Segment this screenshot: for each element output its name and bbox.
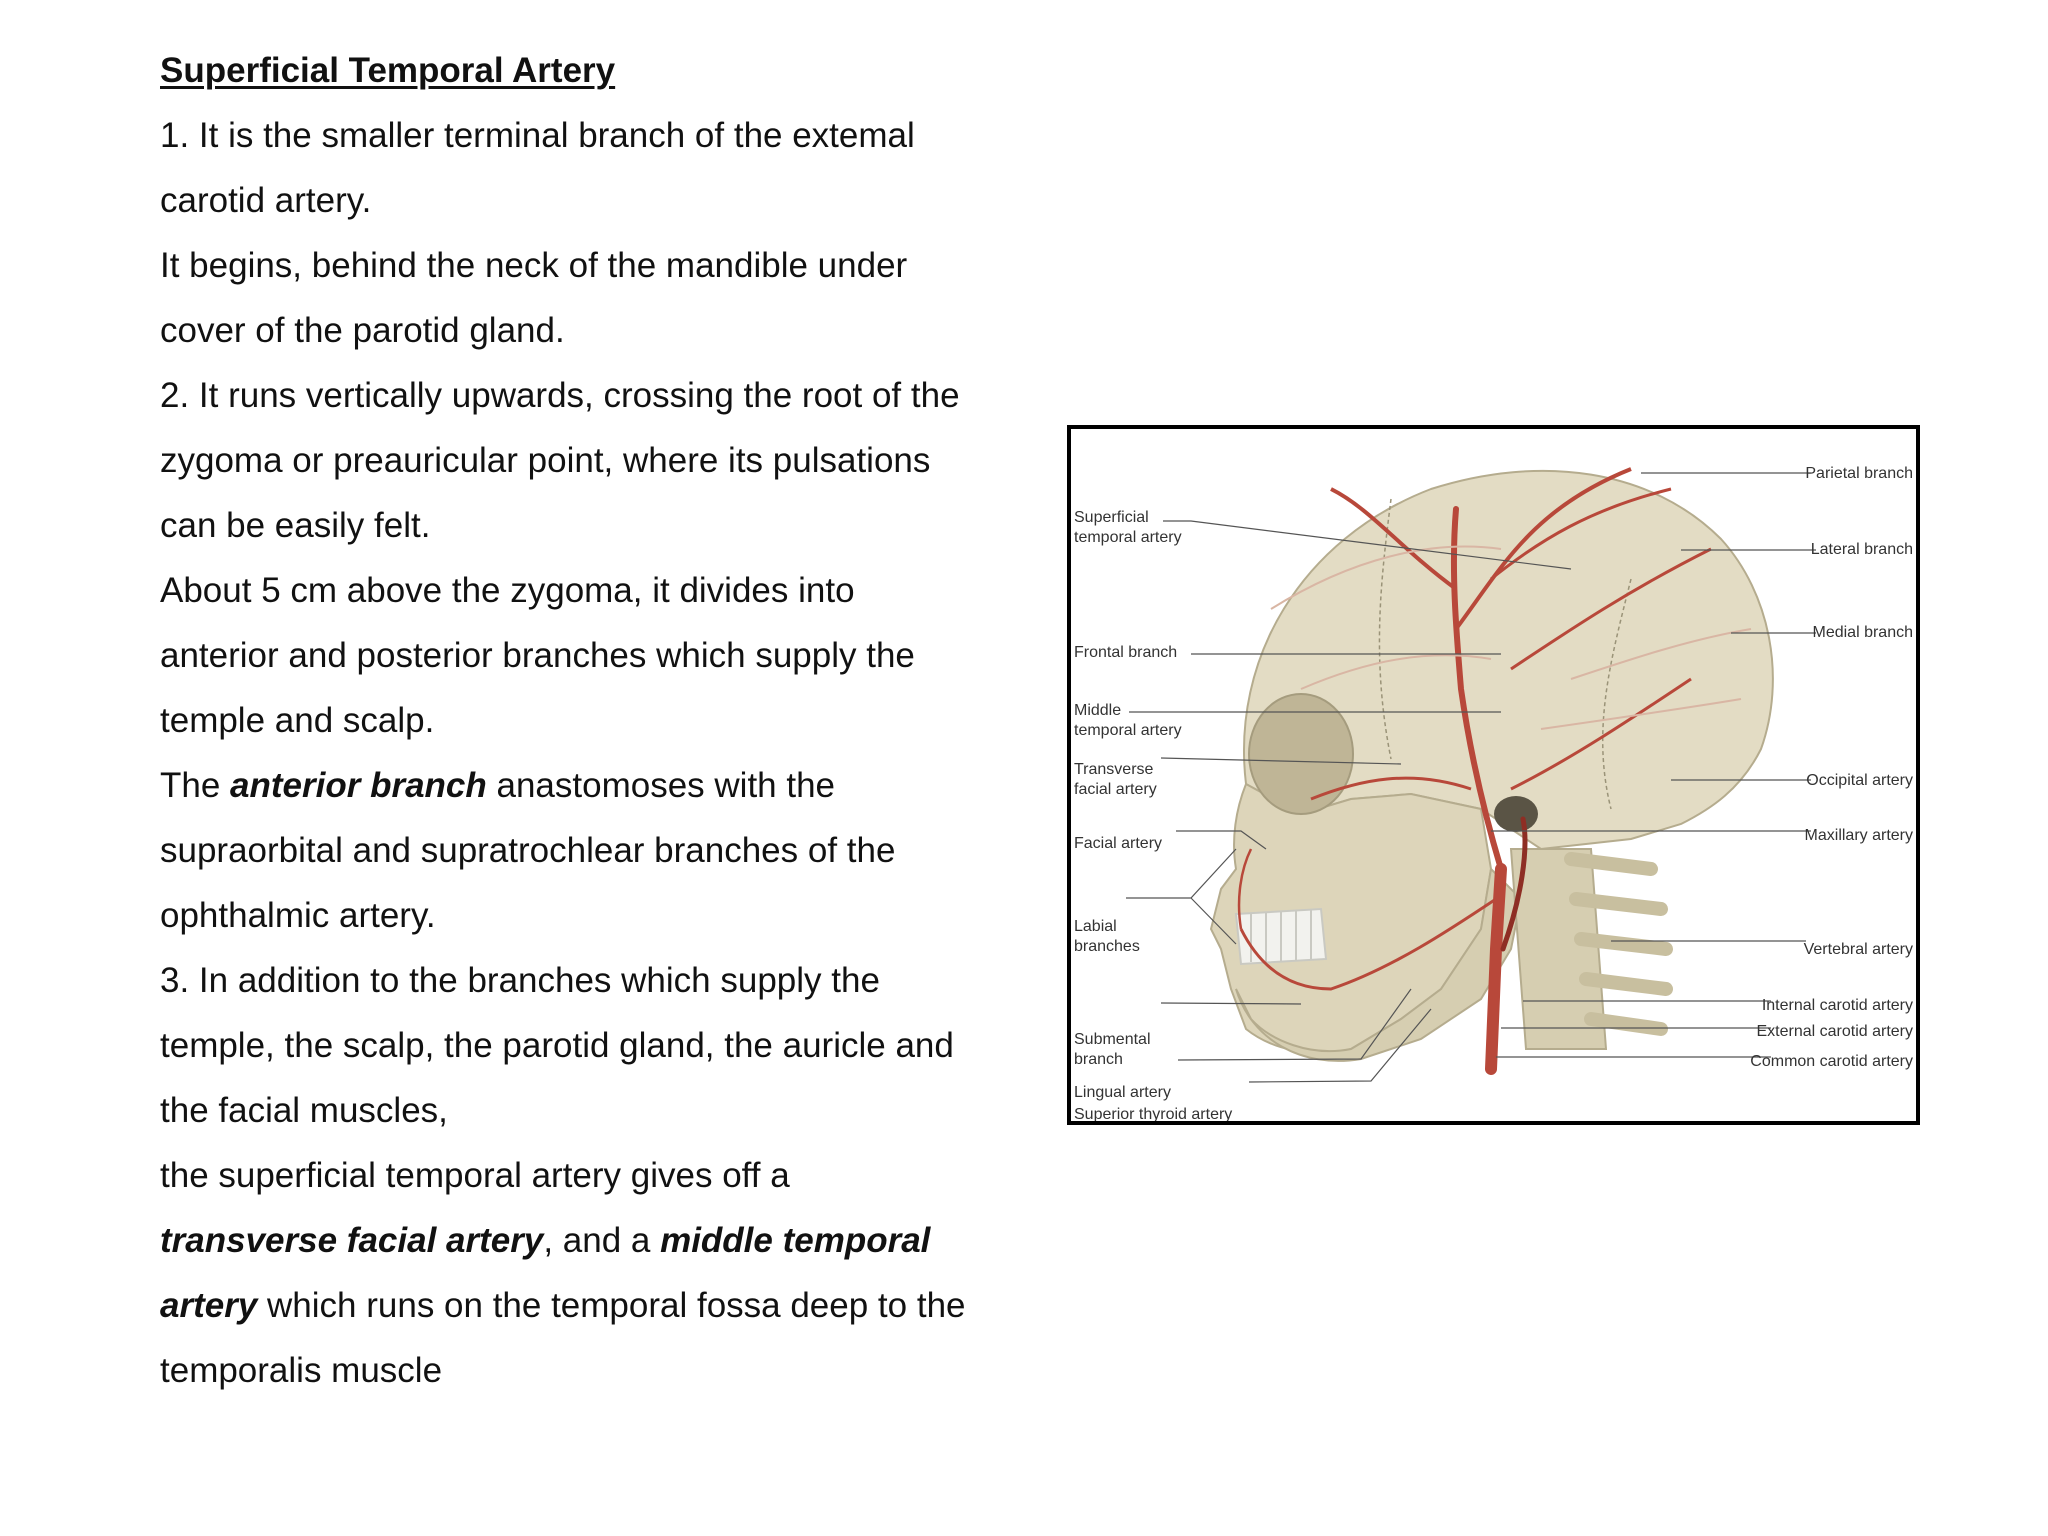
label-maxillary-artery: Maxillary artery xyxy=(1804,827,1913,844)
text-line: 2. It runs vertically upwards, crossing … xyxy=(160,376,960,415)
leader-facial-artery xyxy=(1176,830,1267,850)
label-labial-branches: Labial branches xyxy=(1074,917,1140,957)
label-vertebral-artery: Vertebral artery xyxy=(1803,941,1913,958)
label-line: branch xyxy=(1074,1051,1123,1068)
text-line: About 5 cm above the zygoma, it divides … xyxy=(160,571,855,610)
text-line: artery which runs on the temporal fossa … xyxy=(160,1273,1020,1338)
text-line: temporalis muscle xyxy=(160,1351,443,1390)
text-line: can be easily felt. xyxy=(160,506,431,545)
label-parietal-branch: Parietal branch xyxy=(1805,465,1913,482)
label-line: temporal artery xyxy=(1074,722,1182,739)
text-line: supraorbital and supratrochlear branches… xyxy=(160,831,896,870)
frontal-branch xyxy=(1330,487,1458,591)
text-line: cover of the parotid gland. xyxy=(160,311,565,350)
label-external-carotid-artery: External carotid artery xyxy=(1756,1023,1913,1040)
label-medial-branch: Medial branch xyxy=(1812,624,1914,641)
occipital-artery xyxy=(1510,677,1692,791)
text-line: zygoma or preauricular point, where its … xyxy=(160,441,931,480)
label-lingual-artery: Lingual artery xyxy=(1074,1084,1171,1101)
text-line: transverse facial artery, and a middle t… xyxy=(160,1208,1020,1273)
orbit xyxy=(1248,693,1354,815)
leader-superficial-temporal xyxy=(1163,520,1572,570)
text-line: The anterior branch anastomoses with the xyxy=(160,753,1020,818)
label-line: Superficial xyxy=(1074,509,1149,526)
anatomy-figure: Superficial temporal artery Frontal bran… xyxy=(1067,425,1920,1125)
cranium xyxy=(1243,469,1774,851)
text-line: 1. It is the smaller terminal branch of … xyxy=(160,116,915,155)
label-occipital-artery: Occipital artery xyxy=(1806,772,1913,789)
label-line: Transverse xyxy=(1074,761,1154,778)
emphasis-artery: artery xyxy=(160,1286,258,1325)
leader-submental xyxy=(1160,1002,1302,1005)
leader-lingual xyxy=(1177,988,1412,1061)
text-span: anastomoses with the xyxy=(486,766,836,805)
label-superficial-temporal-artery: Superficial temporal artery xyxy=(1074,508,1182,548)
facial-artery xyxy=(1239,897,1497,991)
text-span: , and a xyxy=(543,1221,661,1260)
lambdoid-suture xyxy=(1601,578,1632,810)
emphasis-middle-temporal: middle temporal xyxy=(660,1221,931,1260)
text-line: It begins, behind the neck of the mandib… xyxy=(160,246,908,285)
leader-labial xyxy=(1126,848,1237,945)
text-line: temple, the scalp, the parotid gland, th… xyxy=(160,1026,954,1065)
text-line: anterior and posterior branches which su… xyxy=(160,636,915,675)
label-transverse-facial-artery: Transverse facial artery xyxy=(1074,760,1157,800)
common-carotid-artery xyxy=(1485,863,1507,1075)
skull-illustration xyxy=(1126,467,1816,1083)
label-superior-thyroid-artery: Superior thyroid artery xyxy=(1074,1106,1233,1123)
emphasis-transverse-facial-artery: transverse facial artery xyxy=(160,1221,544,1260)
leader-transverse-facial xyxy=(1160,757,1402,765)
external-carotid-artery xyxy=(1450,506,1504,872)
label-facial-artery: Facial artery xyxy=(1074,835,1163,852)
label-frontal-branch: Frontal branch xyxy=(1074,644,1178,661)
label-line: facial artery xyxy=(1074,781,1157,798)
label-line: branches xyxy=(1074,938,1140,955)
transverse-facial-artery xyxy=(1310,776,1472,801)
text-span: The xyxy=(160,766,231,805)
label-submental-branch: Submental branch xyxy=(1074,1030,1151,1070)
parietal-branch xyxy=(1454,467,1632,631)
label-line: Middle xyxy=(1074,702,1122,719)
label-line: temporal artery xyxy=(1074,529,1182,546)
label-internal-carotid-artery: Internal carotid artery xyxy=(1761,997,1913,1014)
text-line: the facial muscles, xyxy=(160,1091,448,1130)
text-line: 3. In addition to the branches which sup… xyxy=(160,961,880,1000)
label-common-carotid-artery: Common carotid artery xyxy=(1750,1053,1913,1070)
label-lateral-branch: Lateral branch xyxy=(1810,541,1913,558)
text-line: temple and scalp. xyxy=(160,701,435,740)
text-span: which runs on the temporal fossa deep to… xyxy=(257,1286,966,1325)
leader-superior-thyroid xyxy=(1248,1008,1432,1083)
label-line: Labial xyxy=(1074,918,1117,935)
document-text: Superficial Temporal Artery 1. It is the… xyxy=(160,38,1020,1403)
text-line: the superficial temporal artery gives of… xyxy=(160,1156,790,1195)
text-line: carotid artery. xyxy=(160,181,372,220)
internal-carotid-artery xyxy=(1500,816,1528,952)
emphasis-anterior-branch: anterior branch xyxy=(230,766,487,805)
label-middle-temporal-artery: Middle temporal artery xyxy=(1074,701,1182,741)
label-line: Submental xyxy=(1074,1031,1151,1048)
document-title: Superficial Temporal Artery xyxy=(160,51,616,90)
text-line: ophthalmic artery. xyxy=(160,896,436,935)
